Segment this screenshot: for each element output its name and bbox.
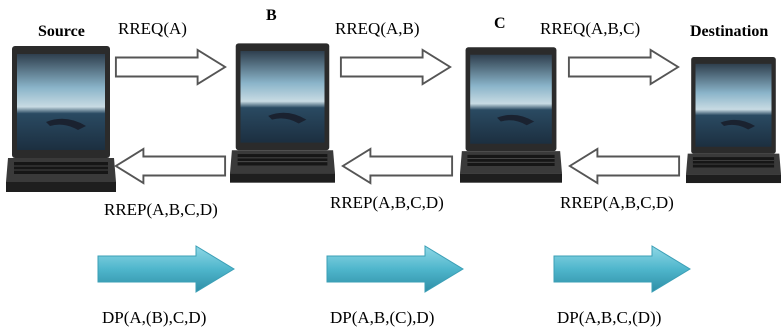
laptop-icon [460, 40, 562, 190]
node-label-source: Source [38, 23, 85, 40]
right-outline-arrow [336, 48, 456, 86]
dp-label-3: DP(A,B,C,(D)) [557, 308, 662, 327]
node-label-b: B [266, 7, 277, 24]
rreq-label-1: RREQ(A) [118, 19, 187, 38]
right-outline-arrow [112, 48, 230, 86]
laptop-icon [230, 34, 335, 192]
dp-label-2: DP(A,B,(C),D) [330, 308, 435, 327]
left-outline-arrow [110, 147, 230, 185]
right-filled-arrow [325, 244, 465, 294]
left-outline-arrow [563, 147, 685, 185]
laptop-icon [5, 44, 117, 194]
dp-label-1: DP(A,(B),C,D) [102, 308, 207, 327]
left-outline-arrow [336, 147, 458, 185]
right-outline-arrow [565, 48, 683, 86]
right-filled-arrow [552, 244, 692, 294]
right-filled-arrow [96, 244, 236, 294]
laptop-icon [686, 46, 781, 194]
rrep-label-2: RREP(A,B,C,D) [330, 193, 444, 212]
node-label-c: C [494, 15, 506, 32]
rreq-label-2: RREQ(A,B) [335, 19, 420, 38]
rrep-label-3: RREP(A,B,C,D) [560, 193, 674, 212]
node-label-destination: Destination [690, 23, 769, 40]
rrep-label-1: RREP(A,B,C,D) [104, 200, 218, 219]
rreq-label-3: RREQ(A,B,C) [540, 19, 641, 38]
